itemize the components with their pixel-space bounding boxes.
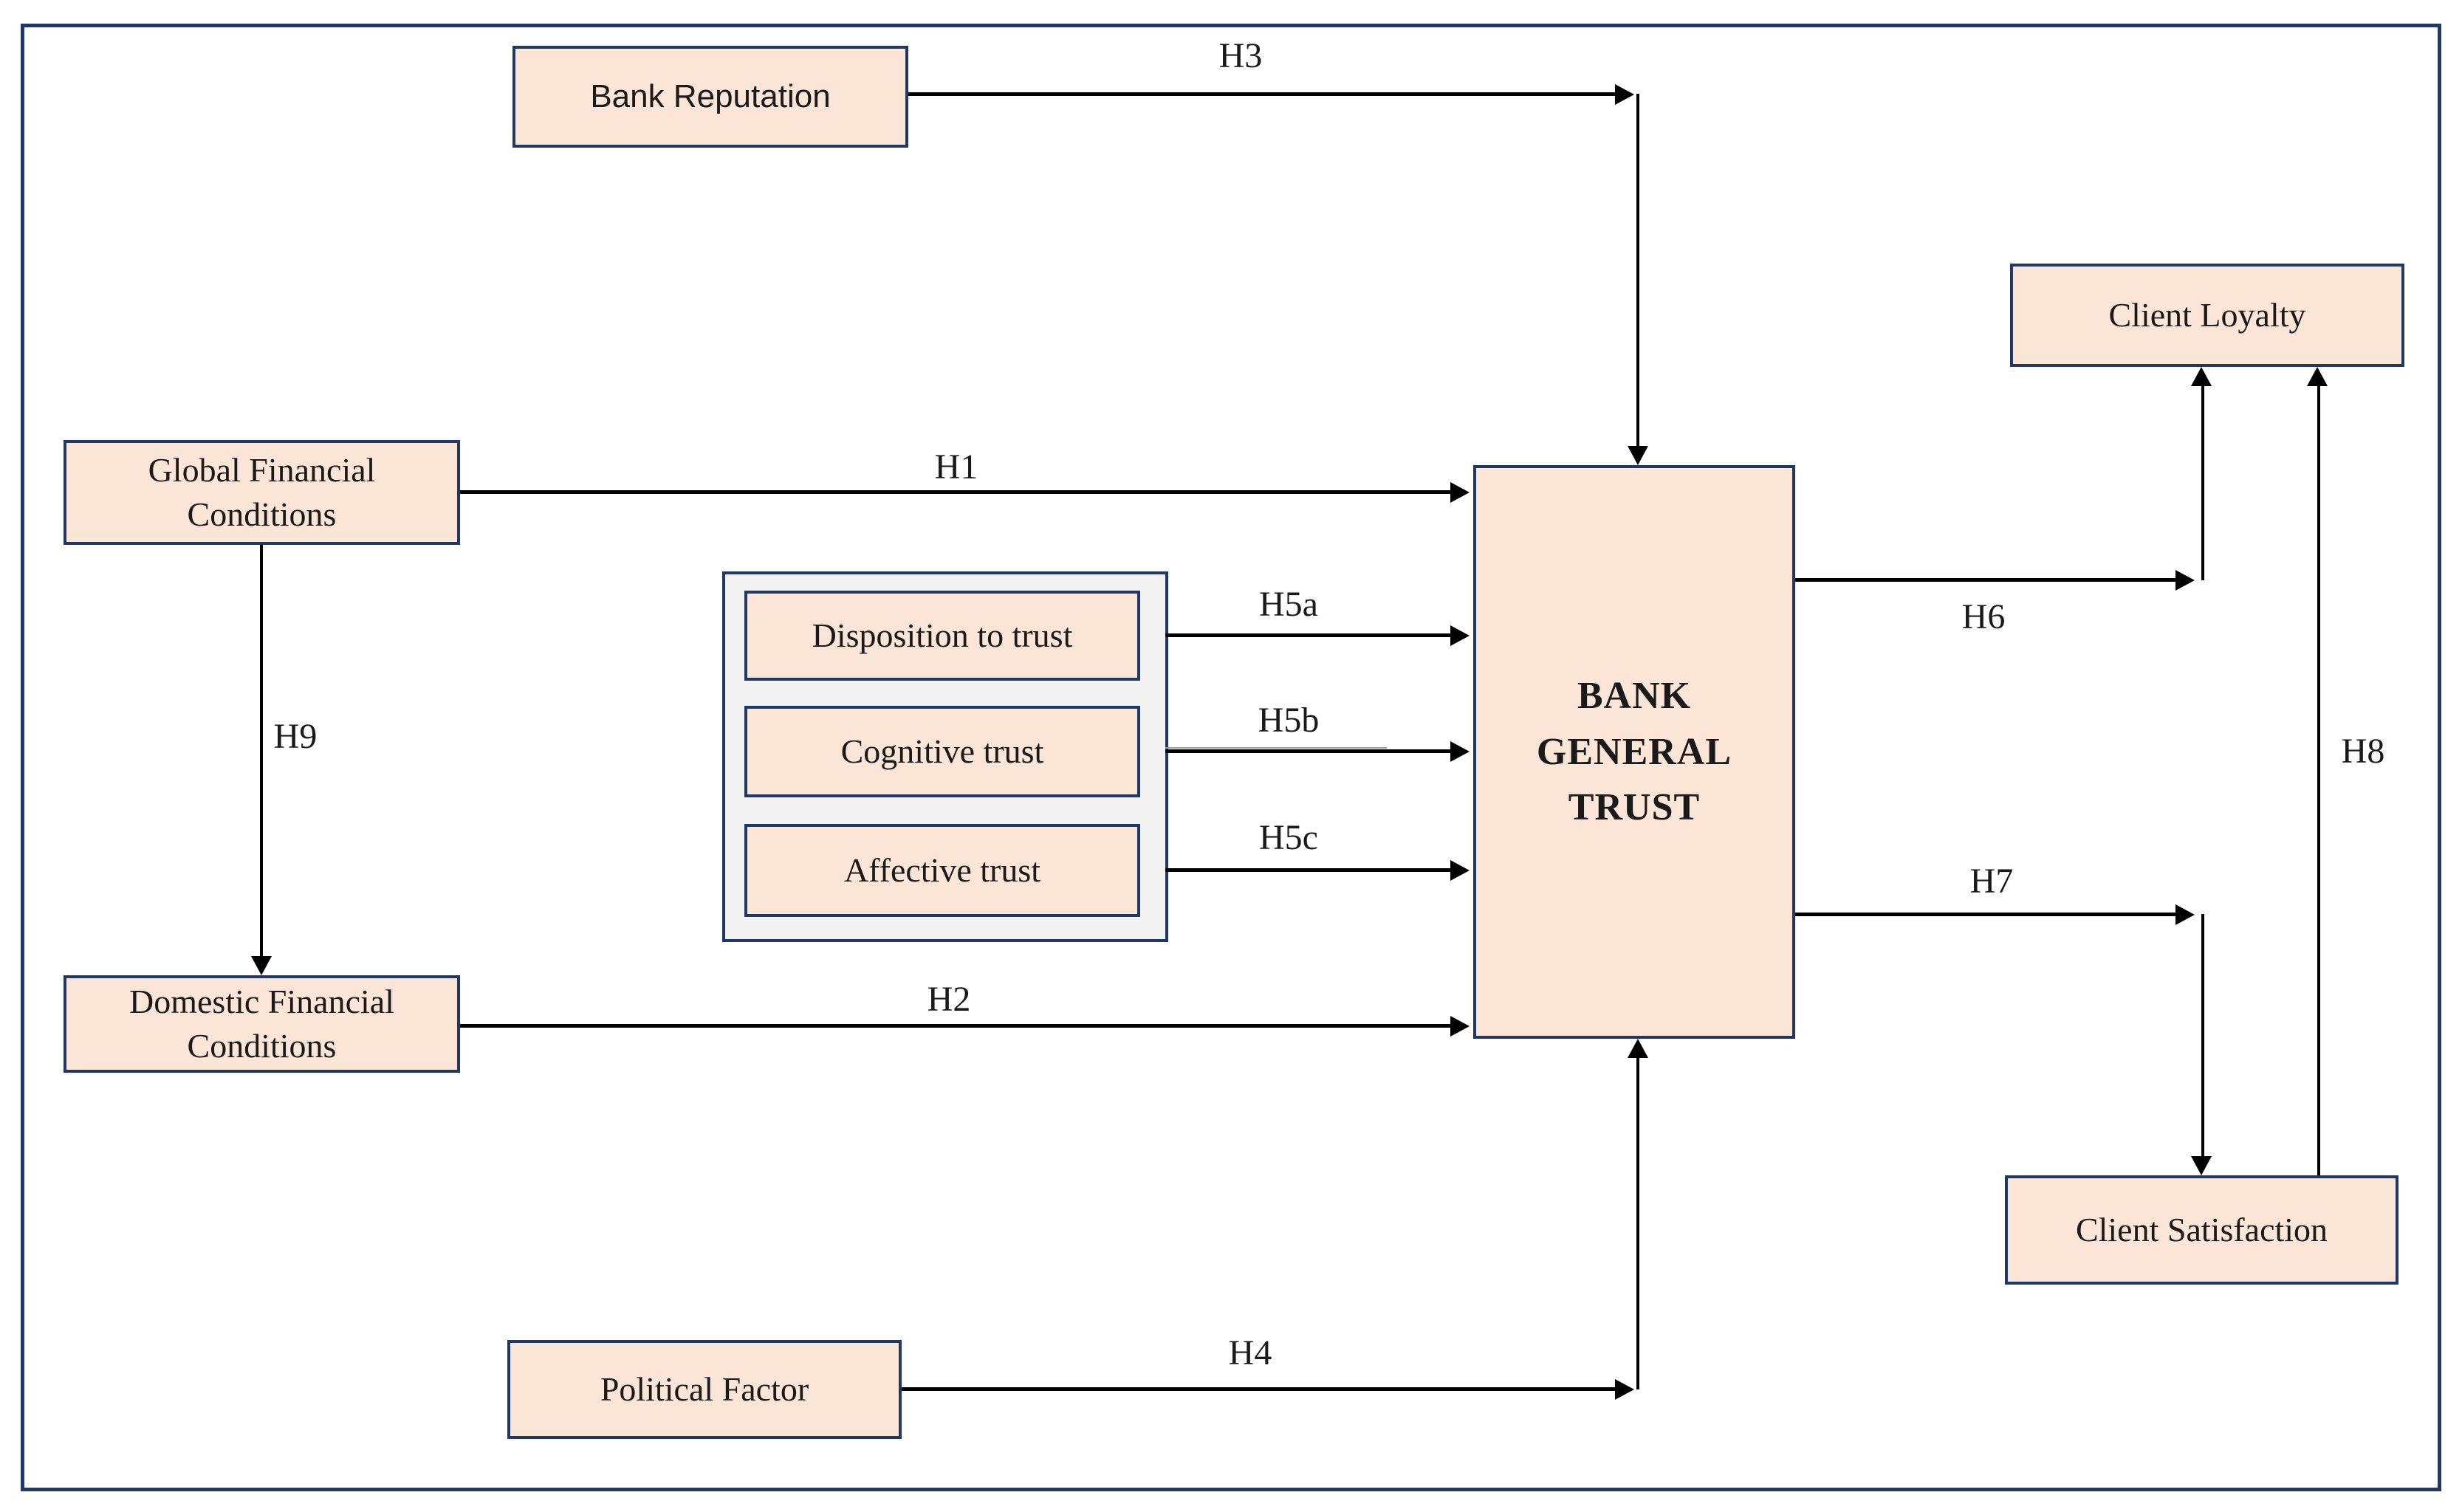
h4-arrowhead-icon <box>1615 1379 1634 1400</box>
global-financial-line1: Global Financial <box>148 451 376 489</box>
h5a-label: H5a <box>1259 585 1318 624</box>
h3-down-arrowhead-icon <box>1628 446 1648 465</box>
h5c-line <box>1165 868 1450 872</box>
h9-down-arrowhead-icon <box>251 956 272 975</box>
box-client-satisfaction: Client Satisfaction <box>2005 1175 2398 1285</box>
box-client-loyalty: Client Loyalty <box>2010 264 2404 367</box>
domestic-financial-line2: Conditions <box>187 1027 337 1065</box>
h6-label: H6 <box>1961 597 2006 636</box>
h4-up-arrowhead-icon <box>1628 1039 1648 1058</box>
box-bank-general-trust: BANK GENERAL TRUST <box>1473 465 1795 1039</box>
box-domestic-financial-conditions: Domestic Financial Conditions <box>64 975 460 1073</box>
h6-vertical-line <box>2201 386 2204 580</box>
h5a-line <box>1165 633 1450 637</box>
h1-label: H1 <box>934 447 978 487</box>
box-global-financial-conditions: Global Financial Conditions <box>64 440 460 545</box>
box-disposition-to-trust: Disposition to trust <box>744 591 1140 681</box>
h6-up-arrowhead-icon <box>2191 367 2212 386</box>
h9-label: H9 <box>273 717 318 756</box>
bank-general-trust-line1: BANK <box>1577 675 1692 718</box>
h4-label: H4 <box>1228 1333 1272 1372</box>
h5b-arrowhead-icon <box>1450 741 1470 762</box>
global-financial-line2: Conditions <box>187 495 337 533</box>
h7-arrowhead-icon <box>2175 904 2195 925</box>
h8-label: H8 <box>2341 732 2385 771</box>
box-cognitive-trust: Cognitive trust <box>744 706 1140 797</box>
bank-general-trust-line2: GENERAL <box>1536 730 1732 773</box>
h7-vertical-line <box>2201 914 2204 1156</box>
h5b-line <box>1165 749 1450 753</box>
h8-vertical-line <box>2317 386 2320 1175</box>
h7-line <box>1795 913 2175 916</box>
h5c-label: H5c <box>1259 818 1318 857</box>
box-cognitive-trust-label: Cognitive trust <box>840 732 1044 771</box>
box-affective-trust-label: Affective trust <box>843 851 1041 890</box>
h3-vertical-line <box>1636 94 1639 447</box>
bank-general-trust-line3: TRUST <box>1568 786 1701 829</box>
h3-label: H3 <box>1218 36 1263 75</box>
box-bank-general-trust-label: BANK GENERAL TRUST <box>1537 668 1732 835</box>
h2-line <box>460 1024 1450 1028</box>
h4-line <box>902 1387 1615 1391</box>
h6-arrowhead-icon <box>2175 570 2195 591</box>
box-client-loyalty-label: Client Loyalty <box>2108 296 2306 334</box>
diagram-outer-border <box>21 24 2441 1491</box>
h7-down-arrowhead-icon <box>2191 1156 2212 1175</box>
h2-label: H2 <box>927 980 971 1019</box>
h6-line <box>1795 578 2175 582</box>
box-bank-reputation: Bank Reputation <box>512 46 908 148</box>
h1-arrowhead-icon <box>1450 482 1470 503</box>
h3-line <box>908 92 1615 96</box>
box-political-factor: Political Factor <box>507 1340 902 1439</box>
domestic-financial-line1: Domestic Financial <box>129 983 394 1021</box>
box-bank-reputation-label: Bank Reputation <box>590 78 831 115</box>
h7-label: H7 <box>1969 862 2014 901</box>
box-global-financial-conditions-label: Global Financial Conditions <box>148 448 376 537</box>
h5b-label: H5b <box>1258 701 1320 740</box>
h3-arrowhead-icon <box>1615 84 1634 105</box>
h2-arrowhead-icon <box>1450 1016 1470 1037</box>
h4-vertical-line <box>1636 1058 1639 1389</box>
h5a-arrowhead-icon <box>1450 625 1470 646</box>
h5c-arrowhead-icon <box>1450 860 1470 881</box>
h1-line <box>460 490 1450 494</box>
box-affective-trust: Affective trust <box>744 824 1140 917</box>
box-domestic-financial-conditions-label: Domestic Financial Conditions <box>129 980 394 1068</box>
h8-up-arrowhead-icon <box>2307 367 2328 386</box>
box-client-satisfaction-label: Client Satisfaction <box>2075 1211 2328 1249</box>
h5b-shadow-line <box>1165 747 1387 749</box>
h9-vertical-line <box>260 545 263 956</box>
box-political-factor-label: Political Factor <box>600 1370 809 1409</box>
box-disposition-to-trust-label: Disposition to trust <box>812 616 1073 655</box>
